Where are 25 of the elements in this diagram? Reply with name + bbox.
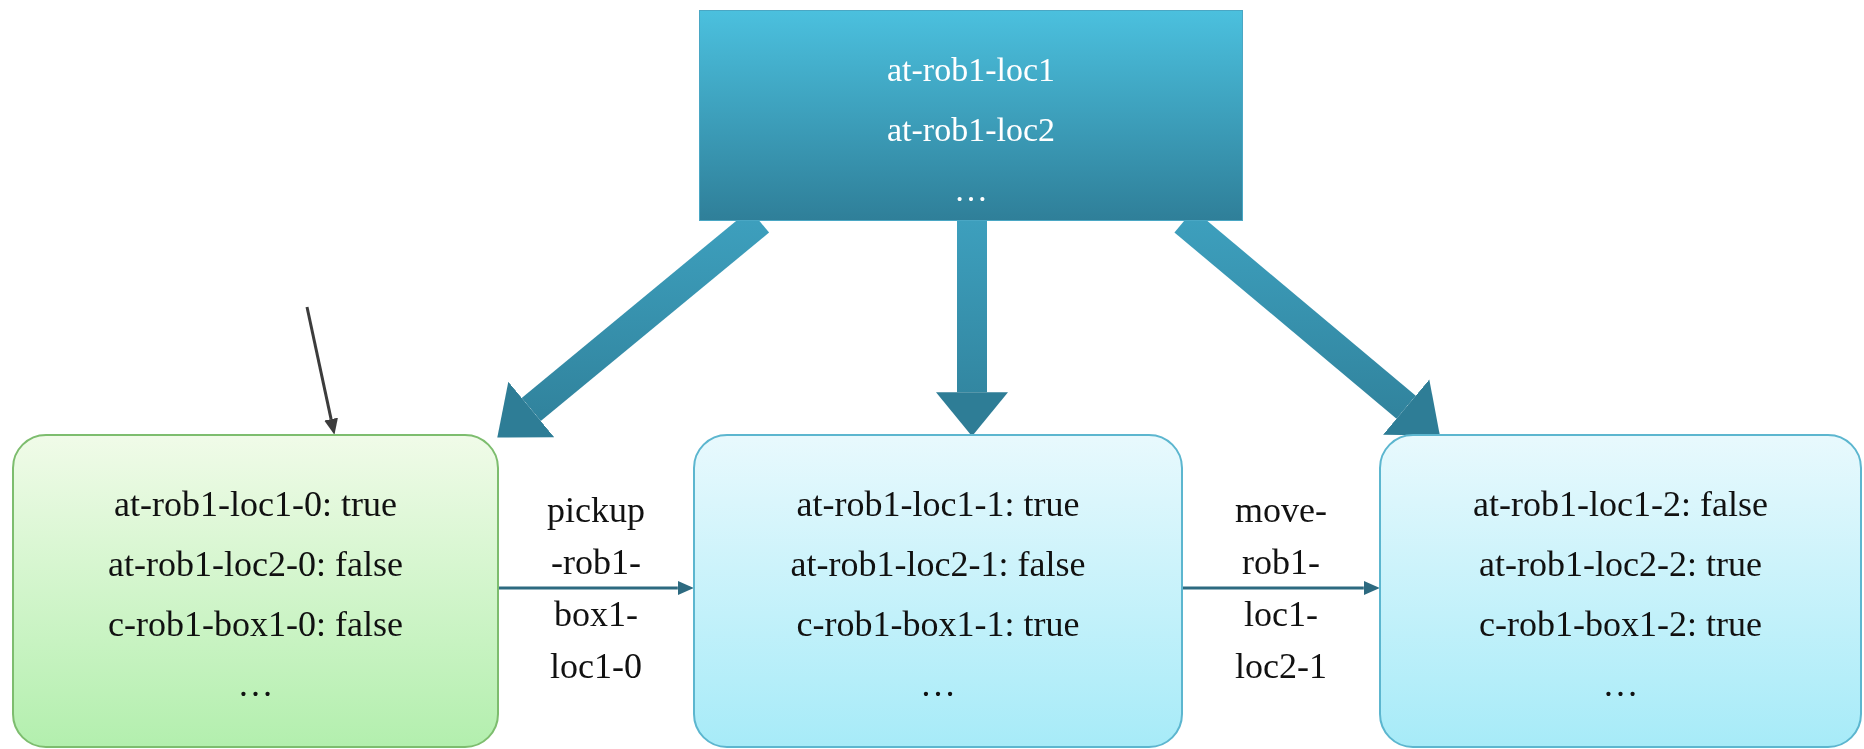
state-assignment: at-rob1-loc1-2: false [1472, 483, 1769, 526]
arrow [499, 581, 694, 595]
variable-name: … [953, 170, 989, 210]
state-assignment: at-rob1-loc1-1: true [795, 483, 1081, 526]
edge-label: pickup -rob1- box1- loc1-0 [547, 489, 645, 688]
state-assignment: … [236, 663, 275, 706]
state-assignment: … [919, 663, 957, 706]
state-assignment: at-rob1-loc2-0: false [107, 543, 404, 586]
block-arrow [936, 221, 1008, 437]
arrow [305, 306, 338, 435]
variable-box [699, 10, 1243, 221]
variable-name: at-rob1-loc2 [885, 110, 1056, 150]
state-assignment: c-rob1-box1-1: true [795, 603, 1081, 646]
state-assignment: at-rob1-loc2-2: true [1478, 543, 1763, 586]
state-assignment: at-rob1-loc2-1: false [789, 543, 1087, 586]
variable-name: at-rob1-loc1 [885, 50, 1056, 90]
state-assignment: … [1601, 663, 1640, 706]
state-box [12, 434, 499, 748]
edge-label: move- rob1- loc1- loc2-1 [1235, 489, 1327, 688]
state-assignment: at-rob1-loc1-0: true [113, 483, 398, 526]
state-box [1379, 434, 1862, 748]
state-assignment: c-rob1-box1-2: true [1478, 603, 1763, 646]
state-assignment: c-rob1-box1-0: false [107, 603, 404, 646]
arrow [1183, 581, 1380, 595]
state-box [693, 434, 1183, 748]
